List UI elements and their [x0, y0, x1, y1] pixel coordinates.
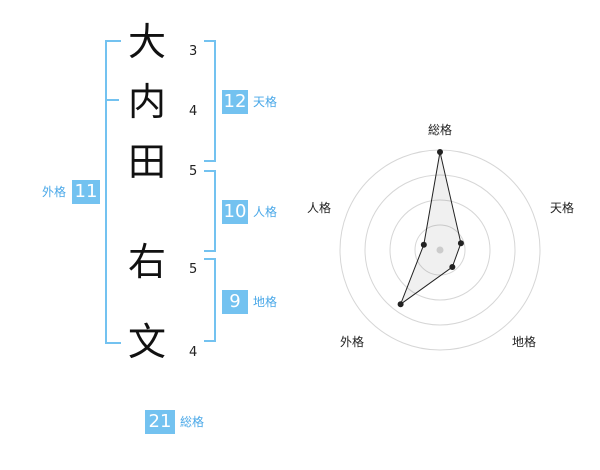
outer-bracket	[105, 40, 121, 344]
stroke-count-2: 4	[189, 104, 198, 119]
tenkaku-value: 12	[222, 90, 248, 114]
stroke-count-3: 5	[189, 164, 198, 179]
outer-bracket-tick	[105, 99, 119, 101]
radar-point-gaikaku	[397, 301, 404, 308]
radar-polygon	[399, 151, 462, 306]
radar-point-soukaku	[437, 149, 443, 155]
radar-center-dot	[436, 246, 444, 254]
radar-label-bottom-right: 地格	[512, 334, 536, 349]
soukaku-label: 総格	[180, 415, 205, 429]
jinkaku-value: 10	[222, 200, 248, 224]
name-char-3: 田	[127, 140, 166, 184]
gaikaku-value: 11	[72, 180, 100, 204]
radar-ring-3	[364, 174, 516, 326]
tenkaku-label: 天格	[253, 95, 278, 109]
radar-point-jinkaku	[420, 241, 427, 248]
name-char-4: 右	[127, 240, 166, 284]
stroke-count-1: 3	[189, 44, 198, 59]
radar-point-tenkaku	[457, 240, 464, 247]
chikaku-label: 地格	[253, 295, 278, 309]
name-char-1: 大	[127, 20, 166, 64]
name-char-5: 文	[127, 320, 166, 364]
jinkaku-label: 人格	[253, 205, 278, 219]
radar-label-bottom-left: 外格	[340, 334, 364, 349]
radar-ring-1	[414, 224, 466, 276]
name-char-2: 内	[127, 80, 166, 124]
chikaku-value: 9	[222, 290, 248, 314]
radar-ring-2	[389, 199, 491, 301]
radar-point-chikaku	[449, 263, 456, 270]
tenkaku-bracket	[204, 40, 216, 162]
radar-label-left: 人格	[307, 200, 331, 215]
radar-points	[397, 149, 464, 308]
gaikaku-label: 外格	[42, 185, 67, 199]
radar-label-right: 天格	[550, 200, 574, 215]
jinkaku-bracket	[204, 170, 216, 252]
soukaku-value: 21	[145, 410, 175, 434]
stroke-count-5: 4	[189, 345, 198, 360]
chikaku-bracket	[204, 258, 216, 342]
radar-label-top: 総格	[428, 122, 452, 137]
stroke-count-4: 5	[189, 262, 198, 277]
